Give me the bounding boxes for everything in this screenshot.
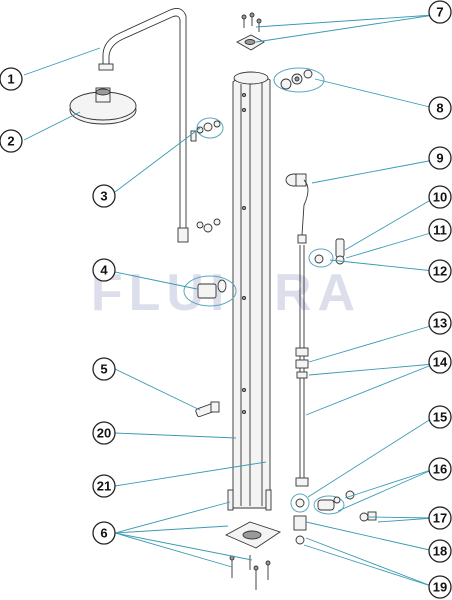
svg-text:19: 19 [433,580,447,595]
shower-head [69,87,137,125]
callout-6: 6 [92,521,116,545]
svg-text:11: 11 [433,223,447,238]
hand-shower-hose [285,173,309,244]
callout-11: 11 [428,218,452,242]
svg-text:10: 10 [433,190,447,205]
hand-shower-holder [183,275,237,307]
lower-valve-group [290,490,377,545]
top-cap-screws [236,12,265,51]
callout-5: 5 [92,357,116,381]
shower-column [232,71,271,509]
svg-text:20: 20 [97,426,111,441]
svg-text:16: 16 [433,462,447,477]
svg-text:12: 12 [433,264,447,279]
svg-text:6: 6 [100,526,107,541]
callout-3: 3 [92,184,116,208]
svg-text:13: 13 [433,316,447,331]
svg-text:17: 17 [433,511,447,526]
callout-4: 4 [92,258,116,282]
svg-text:1: 1 [7,72,14,87]
foot-tap [195,401,220,418]
callout-19: 19 [428,575,452,599]
shower-arm [98,8,189,243]
callout-10: 10 [428,185,452,209]
callout-7: 7 [428,0,452,24]
callout-2: 2 [0,129,23,153]
watermark-logo: FLUIDRA [91,264,361,322]
callout-13: 13 [428,311,452,335]
diverter-fittings [308,238,345,268]
base-plate [224,489,282,590]
svg-text:18: 18 [433,544,447,559]
svg-text:2: 2 [7,134,14,149]
supply-pipe [295,245,309,487]
svg-text:21: 21 [97,479,111,494]
svg-text:4: 4 [100,263,108,278]
callout-1: 1 [0,67,23,91]
callout-15: 15 [428,405,452,429]
callout-12: 12 [428,259,452,283]
svg-text:14: 14 [433,355,448,370]
callout-20: 20 [92,421,116,445]
svg-text:5: 5 [100,362,107,377]
svg-text:3: 3 [100,189,107,204]
callout-17: 17 [428,506,452,530]
callout-18: 18 [428,539,452,563]
arm-fittings [190,117,224,233]
callout-8: 8 [428,96,452,120]
valve-fittings [273,67,325,93]
callout-16: 16 [428,457,452,481]
callout-14: 14 [428,350,452,374]
leader-lines [23,14,435,588]
svg-text:8: 8 [436,101,443,116]
callout-9: 9 [428,146,452,170]
callout-21: 21 [92,474,116,498]
svg-text:7: 7 [436,5,443,20]
svg-text:15: 15 [433,410,447,425]
svg-text:9: 9 [436,151,443,166]
